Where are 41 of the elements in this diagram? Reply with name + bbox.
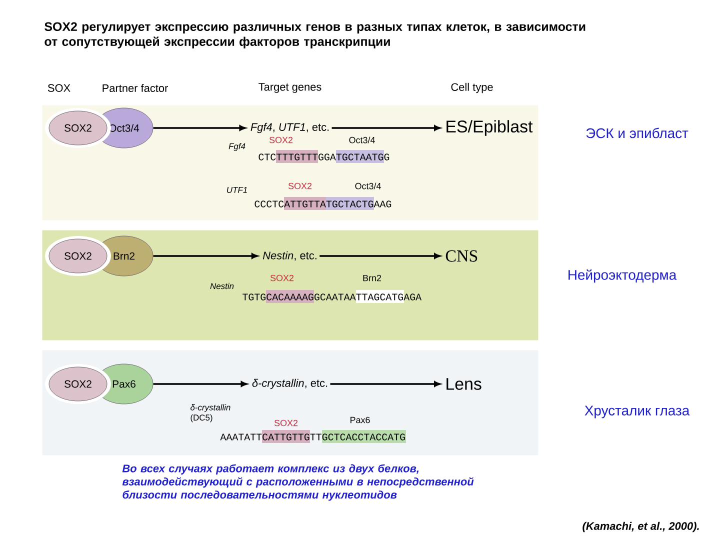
site-label: SOX2: [288, 182, 312, 190]
cell-type: Lens: [446, 378, 482, 390]
site-label: Brn2: [363, 274, 382, 282]
site-label: SOX2: [270, 274, 294, 282]
column-header: Partner factor: [102, 84, 168, 92]
arrow: [330, 381, 440, 387]
cell-label: Нейроэктодерма: [568, 269, 677, 283]
column-header: SOX: [48, 84, 70, 92]
gene-name: δ-crystallin (DC5): [190, 404, 230, 422]
panel-background: [42, 105, 538, 220]
site-label: SOX2: [269, 136, 293, 144]
arrow: [320, 253, 440, 259]
cell-label: ЭСК и эпибласт: [586, 128, 688, 138]
caption: Во всех случаях работает комплекс из двух белков, взаимодействующий с расположенными в непосредственной близости последовательностями нуклеотидов: [122, 464, 474, 501]
gene-name: Fgf4: [228, 143, 246, 151]
dna-sequence: CCCTCATTGTTATGCTACTGAAG: [254, 197, 392, 210]
citation: (Kamachi, et al., 2000).: [582, 522, 699, 532]
column-header: Cell type: [451, 82, 493, 94]
title: SOX2 регулирует экспрессию различных генов в разных типах клеток, в зависимости от сопутствующей экспрессии факторов транскрипции: [44, 22, 586, 48]
arrow: [153, 125, 246, 131]
gene-name: Nestin: [210, 282, 234, 290]
gene-names: Fgf4, UTF1, etc.: [250, 122, 329, 134]
panel-background: [42, 230, 538, 340]
gene-name: UTF1: [227, 187, 247, 193]
gene-names: δ-crystallin, etc.: [252, 378, 328, 390]
cell-type: CNS: [446, 250, 478, 262]
arrow: [153, 381, 248, 387]
site-label: SOX2: [274, 420, 298, 426]
panel-background: [42, 350, 538, 456]
cell-label: Хрусталик глаза: [584, 406, 690, 418]
dna-sequence: CTCTTTGTTTGGATGCTAATGG: [258, 150, 390, 163]
site-label: Oct3/4: [355, 182, 381, 190]
column-header: Target genes: [258, 83, 322, 93]
arrow: [332, 125, 440, 131]
arrow: [153, 253, 258, 259]
gene-names: Nestin, etc.: [262, 251, 316, 261]
cell-type: ES/Epiblast: [446, 120, 533, 136]
site-label: Oct3/4: [349, 136, 375, 144]
dna-sequence: TGTGCACAAAAGGCAATAATTAGCATGAGA: [242, 290, 422, 303]
dna-sequence: AAATATTCATTGTTGTTGCTCACCTACCATG: [220, 430, 406, 443]
site-label: Pax6: [350, 416, 370, 424]
